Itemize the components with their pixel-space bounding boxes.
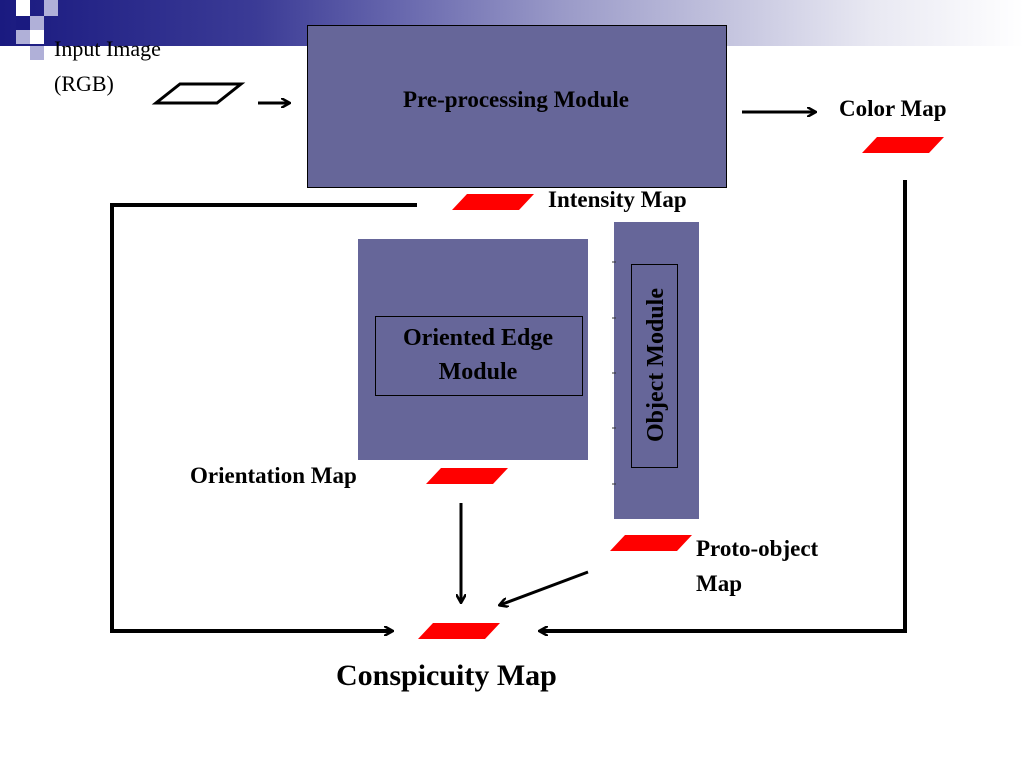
oriented-edge-module <box>358 239 588 460</box>
orientation-map-shape <box>426 468 508 484</box>
object-module <box>614 222 699 519</box>
proto-object-map-shape <box>610 535 692 551</box>
preprocessing-module-label: Pre-processing Module <box>403 87 629 112</box>
decor-square-mid <box>30 30 44 44</box>
decor-square-light <box>44 0 58 16</box>
decor-square-dark <box>16 16 30 30</box>
proto-object-map-label-line1: Proto-object <box>696 536 819 561</box>
color-map-shape <box>862 137 944 153</box>
conspicuity-map-label: Conspicuity Map <box>336 659 557 692</box>
oriented-edge-label-line1: Oriented Edge <box>403 325 553 351</box>
input-image-label-line2: (RGB) <box>54 71 114 96</box>
decor-square-dark <box>30 46 44 60</box>
oriented-edge-inner-box <box>375 316 583 396</box>
input-image-shape <box>151 82 246 105</box>
input-image-label-line1: Input Image <box>54 36 161 61</box>
intensity-map-shape <box>452 194 534 210</box>
decor-square-dark <box>16 0 30 16</box>
object-module-inner-box <box>631 264 678 468</box>
decor-square-light <box>30 16 44 30</box>
oriented-edge-label-line2: Module <box>438 359 518 385</box>
conspicuity-map-shape <box>418 623 500 639</box>
orientation-map-label: Orientation Map <box>190 463 357 488</box>
color-map-label: Color Map <box>839 96 947 121</box>
intensity-path <box>110 203 417 631</box>
decor-square-light <box>16 30 30 44</box>
proto-object-arrow <box>500 570 589 605</box>
preprocessing-module <box>307 25 727 188</box>
proto-object-map-label-line2: Map <box>696 571 742 596</box>
intensity-map-label: Intensity Map <box>548 187 687 212</box>
color-map-path <box>540 180 907 631</box>
